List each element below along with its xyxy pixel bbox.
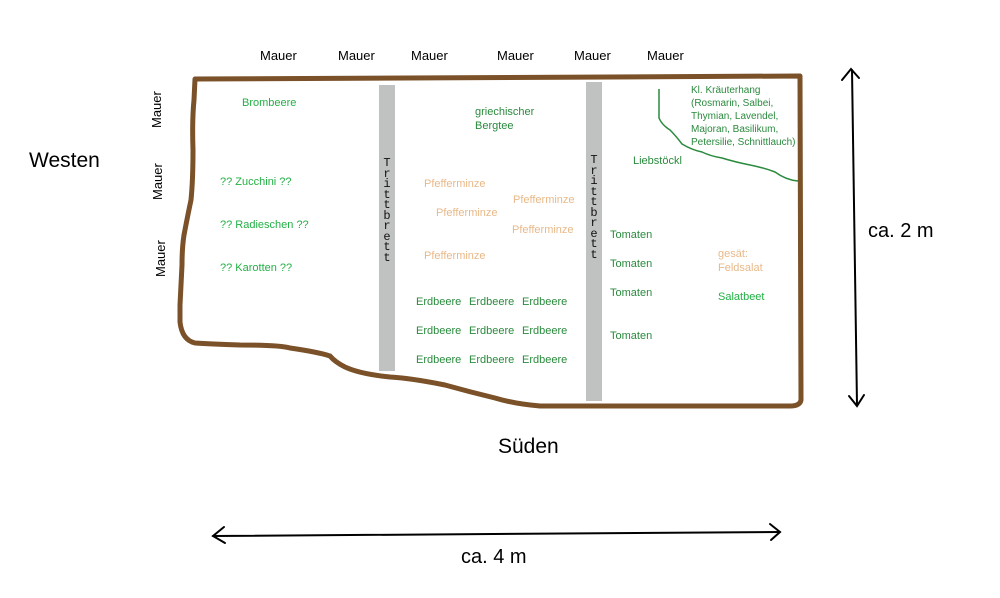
herb-slope-line: Thymian, Lavendel, (691, 111, 779, 122)
herb-slope-line (658, 89, 799, 182)
wall-label-top: Mauer (497, 48, 534, 63)
direction-west: Westen (29, 149, 100, 172)
plant-peppermint: Pfefferminze (424, 250, 486, 262)
plant-strawberry: Erdbeere (522, 325, 568, 337)
plant-greek-mountain-tea-line2: Bergtee (475, 120, 514, 132)
wall-label-top: Mauer (574, 48, 611, 63)
plant-radish: ?? Radieschen ?? (220, 219, 309, 231)
plant-zucchini: ?? Zucchini ?? (220, 176, 292, 188)
plant-peppermint: Pfefferminze (436, 207, 498, 219)
plant-strawberry: Erdbeere (416, 296, 462, 308)
plant-strawberry: Erdbeere (416, 325, 462, 337)
herb-slope-title: Kl. Kräuterhang (691, 85, 761, 96)
plant-strawberry: Erdbeere (416, 354, 462, 366)
wall-label-top: Mauer (647, 48, 684, 63)
herb-slope-line: (Rosmarin, Salbei, (691, 98, 774, 109)
plant-strawberry: Erdbeere (522, 296, 568, 308)
wall-label-left: Mauer (150, 163, 165, 200)
plant-peppermint: Pfefferminze (512, 224, 574, 236)
wall-label-top: Mauer (338, 48, 375, 63)
plant-peppermint: Pfefferminze (424, 178, 486, 190)
plant-strawberry: Erdbeere (469, 296, 515, 308)
plant-tomato: Tomaten (610, 330, 653, 342)
plant-blackberry: Brombeere (242, 97, 297, 109)
plant-lettuce-bed: Salatbeet (718, 291, 765, 303)
wall-label-top: Mauer (260, 48, 297, 63)
dimension-width: ca. 4 m (461, 546, 527, 568)
plant-strawberry: Erdbeere (469, 325, 515, 337)
plant-tomato: Tomaten (610, 287, 653, 299)
wall-label-left: Mauer (149, 91, 164, 128)
plant-tomato: Tomaten (610, 229, 653, 241)
plant-strawberry: Erdbeere (469, 354, 515, 366)
plant-lambs-lettuce-sown: gesät: (718, 248, 748, 260)
herb-slope-line: Majoran, Basilikum, (691, 124, 779, 135)
plant-peppermint: Pfefferminze (513, 194, 575, 206)
direction-south: Süden (498, 435, 559, 458)
plant-greek-mountain-tea-line1: griechischer (475, 106, 535, 118)
plant-lambs-lettuce: Feldsalat (718, 262, 763, 274)
wall-label-top: Mauer (411, 48, 448, 63)
dimension-height: ca. 2 m (868, 220, 934, 242)
plant-strawberry: Erdbeere (522, 354, 568, 366)
wall-label-left: Mauer (153, 240, 168, 277)
plant-tomato: Tomaten (610, 258, 653, 270)
plant-carrots: ?? Karotten ?? (220, 262, 293, 274)
stepping-board-left (379, 85, 395, 371)
stepping-board-right (586, 82, 602, 401)
bed-outline (177, 73, 804, 409)
width-arrow (211, 523, 782, 544)
herb-slope-line: Petersilie, Schnittlauch) (691, 137, 796, 148)
plant-lovage: Liebstöckl (633, 155, 682, 167)
height-arrow (841, 67, 865, 408)
